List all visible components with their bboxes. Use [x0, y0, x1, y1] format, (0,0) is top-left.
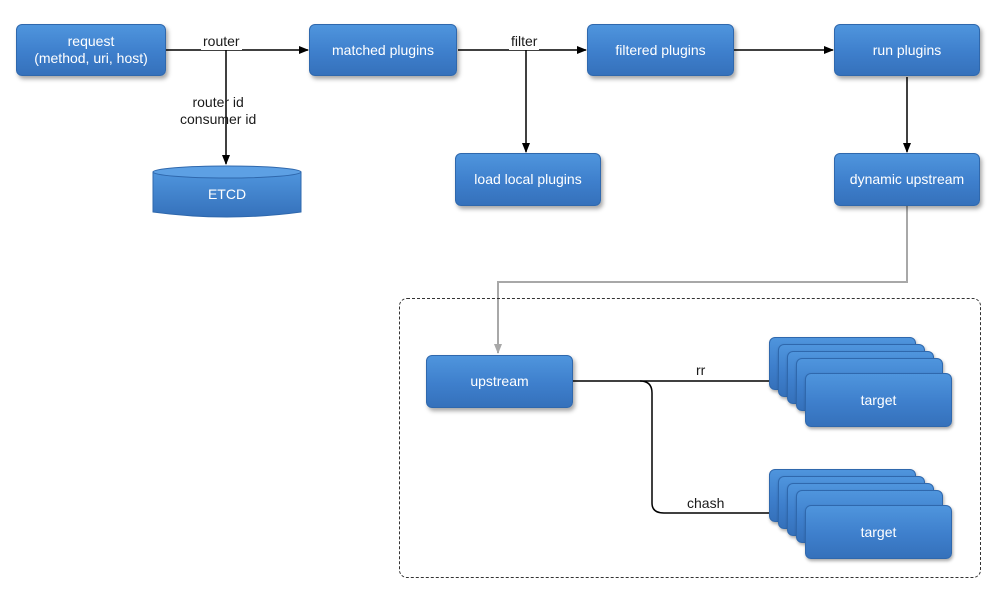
edge-label-chash: chash — [687, 495, 725, 511]
edge-label-filter: filter — [509, 33, 540, 50]
edge-label-ids: router id consumer id — [180, 94, 257, 127]
edge-label-rr: rr — [696, 362, 706, 378]
node-upstream: upstream — [426, 355, 573, 408]
database-icon — [152, 165, 302, 218]
node-matched-plugins: matched plugins — [309, 24, 457, 76]
upstream-group — [399, 298, 981, 578]
node-run-plugins: run plugins — [834, 24, 980, 76]
node-target-chash: target — [805, 505, 952, 559]
node-filtered-plugins: filtered plugins — [587, 24, 734, 76]
node-load-local-plugins: load local plugins — [455, 153, 601, 206]
node-etcd: ETCD — [152, 164, 302, 220]
edge-label-router: router — [201, 33, 242, 50]
node-target-rr: target — [805, 373, 952, 427]
node-dynamic-upstream: dynamic upstream — [834, 153, 980, 206]
etcd-label: ETCD — [207, 186, 247, 202]
node-request: request (method, uri, host) — [16, 24, 166, 76]
